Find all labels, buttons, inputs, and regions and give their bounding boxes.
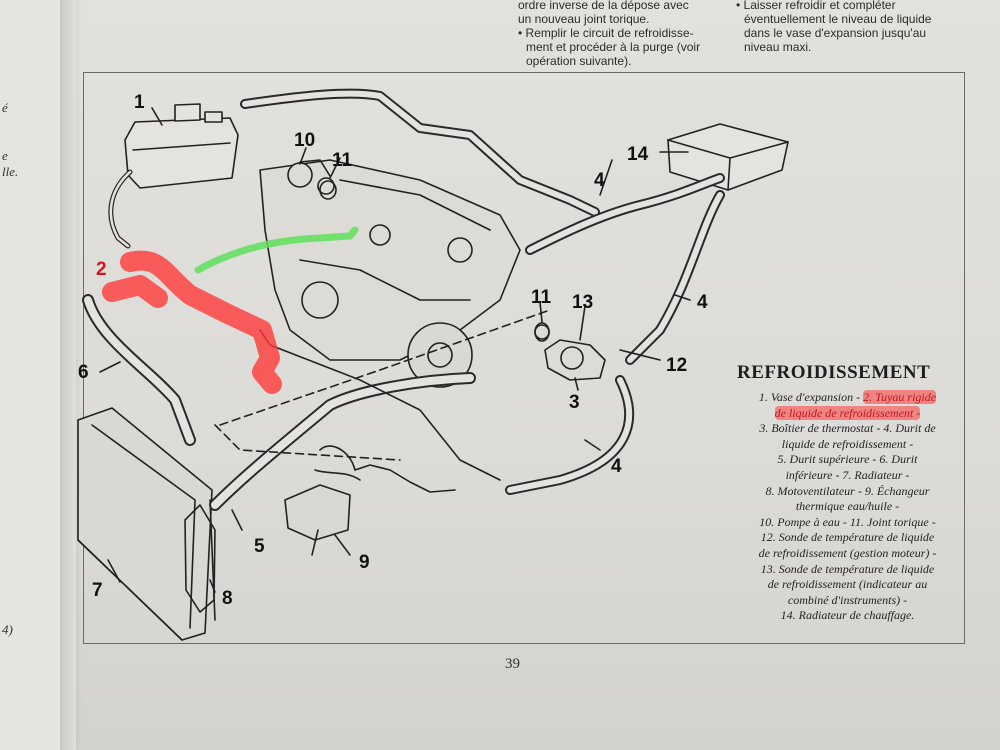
figure-frame [83, 72, 965, 644]
left-page-fragment: é [2, 100, 8, 115]
legend-highlighted-text: 2. Tuyau rigide [863, 390, 937, 404]
left-page-fragment: 4) [2, 622, 13, 637]
legend-line: 14. Radiateur de chauffage. [780, 608, 915, 623]
legend-line: de refroidissement (indicateur au [767, 577, 928, 592]
callout-10: 10 [294, 130, 315, 151]
hose-4-right-inner [627, 192, 723, 363]
dashed-route [214, 424, 401, 461]
callout-8: 8 [222, 588, 233, 609]
legend-line: de refroidissement (gestion moteur) - [758, 545, 937, 560]
hose-4-top-inner [527, 175, 723, 253]
callout-11: 11 [531, 287, 552, 308]
upper-hose-route-inner [242, 90, 598, 215]
top-text-column-2: • Laisser refroidir et compléter éventue… [736, 0, 931, 54]
callout-4: 4 [594, 170, 605, 191]
callout-4: 4 [697, 292, 708, 313]
legend-line: liquide de refroidissement - [781, 436, 914, 451]
legend-highlighted-text: de liquide de refroidissement - [774, 405, 921, 420]
legend-line: 1. Vase d'expansion - 2. Tuyau rigide [725, 390, 970, 406]
text-line: • Remplir le circuit de refroidisse- [518, 26, 694, 40]
left-page-fragment: lle. [2, 164, 19, 179]
legend: 1. Vase d'expansion - 2. Tuyau rigide de… [725, 390, 970, 624]
thermostat-housing [534, 324, 606, 381]
callout-9: 9 [359, 552, 370, 573]
tank-hose-lower-inner [109, 170, 132, 248]
left-page-fragment: e [2, 148, 8, 163]
o-ring [534, 322, 550, 342]
legend-line: 8. Motoventilateur - 9. Échangeur [765, 483, 930, 498]
top-text-column-1: ordre inverse de la dépose avec un nouve… [518, 0, 700, 68]
expansion-tank [124, 103, 239, 189]
text-line: niveau maxi. [744, 40, 812, 54]
callout-13: 13 [572, 292, 593, 313]
callout-1: 1 [134, 92, 145, 113]
o-ring [319, 180, 337, 200]
highlight-rigid-pipe [102, 250, 282, 394]
callout-6: 6 [78, 362, 89, 383]
callout-3: 3 [569, 392, 580, 413]
book-gutter [60, 0, 76, 750]
lower-hose-inner [84, 296, 194, 444]
text-line: ordre inverse de la dépose avec [518, 0, 689, 12]
legend-line: 10. Pompe à eau - 11. Joint torique - [759, 514, 936, 529]
text-line: ment et procéder à la purge (voir [526, 40, 701, 54]
legend-line: 13. Sonde de température de liquide [760, 561, 935, 576]
legend-text: 1. Vase d'expansion - [758, 390, 864, 404]
cooling-fan [184, 504, 216, 613]
callout-14: 14 [627, 144, 649, 165]
page-number: 39 [505, 656, 520, 672]
heat-exchanger [284, 445, 456, 556]
callout-5: 5 [254, 536, 265, 557]
callout-2: 2 [96, 259, 107, 280]
highlight-green-pipe [194, 226, 359, 274]
text-line: opération suivante). [526, 54, 632, 68]
legend-line: 3. Boîtier de thermostat - 4. Durit de [759, 421, 936, 436]
left-page-edge [0, 0, 70, 750]
hose-4-lower-inner [507, 377, 633, 493]
callout-7: 7 [92, 580, 103, 601]
text-line: • Laisser refroidir et compléter [736, 0, 896, 12]
callout-4: 4 [611, 456, 622, 477]
text-line: éventuellement le niveau de liquide [744, 12, 932, 26]
dashed-route [219, 309, 551, 426]
legend-title: REFROIDISSEMENT [737, 362, 931, 383]
text-line: un nouveau joint torique. [518, 12, 650, 26]
engine-block [259, 159, 521, 388]
callout-11: 11 [332, 150, 353, 171]
legend-line: thermique eau/huile - [795, 499, 900, 514]
legend-line: combiné d'instruments) - [787, 592, 908, 607]
legend-line: de liquide de refroidissement - [725, 405, 970, 422]
text-line: dans le vase d'expansion jusqu'au [744, 26, 927, 40]
legend-line: 5. Durit supérieure - 6. Durit [777, 452, 918, 467]
callout-12: 12 [666, 355, 687, 376]
legend-line: inférieure - 7. Radiateur - [785, 467, 910, 482]
legend-line: 12. Sonde de température de liquide [760, 530, 935, 545]
upper-hose-inner [211, 374, 474, 509]
heater-radiator [667, 123, 789, 191]
callout-numbers: 1 2 3 4 4 4 5 6 7 8 9 10 11 11 12 13 14 [78, 92, 708, 609]
